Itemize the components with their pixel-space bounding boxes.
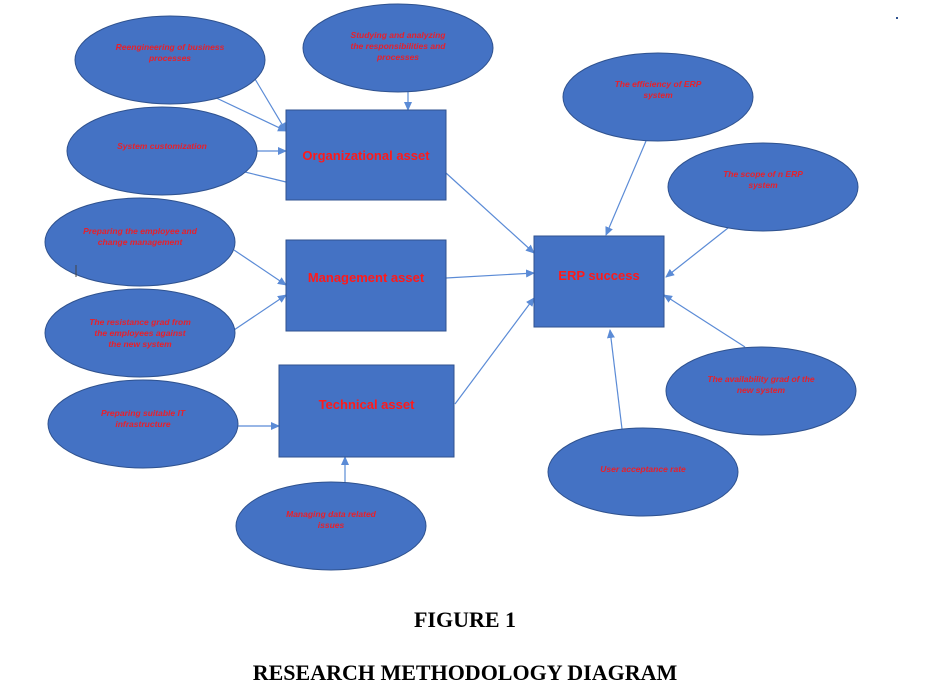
resistance-label: The resistance grad from the employees a… [89, 316, 191, 349]
ellipse-resistance [44, 288, 236, 378]
arrow-organizational-to-erp [445, 172, 535, 254]
management-asset-label: Management asset [307, 269, 425, 285]
ellipse-user-acceptance [547, 427, 739, 517]
organizational-asset-label: Organizational asset [302, 147, 430, 163]
ellipse-scope [667, 142, 859, 232]
arrow-management-to-erp [445, 269, 535, 279]
arrow-reengineering-to-organizational-2 [254, 78, 287, 132]
figure-number: FIGURE 1 [413, 607, 517, 632]
ellipse-it-infrastructure [47, 379, 239, 469]
line-customization-to-organizational-lower [244, 171, 287, 183]
ellipse-preparing-employee [44, 197, 236, 287]
scope-label: The scope of n ERP system [723, 169, 803, 190]
efficiency-label: The efficiency of ERP system [614, 79, 702, 100]
it-infrastructure-label: Preparing suitable IT infrastructure [100, 408, 186, 429]
ellipse-efficiency [562, 52, 754, 142]
technical-asset-label: Technical asset [318, 396, 415, 412]
figure-title: RESEARCH METHODOLOGY DIAGRAM [252, 660, 678, 685]
research-methodology-diagram: Organizational asset Management asset Te… [44, 3, 898, 571]
ellipse-customization [66, 106, 258, 196]
availability-label: The availability grad of the new system [707, 374, 815, 395]
arrow-user-acceptance-to-erp [606, 329, 623, 430]
customization-label: System customization [117, 140, 207, 151]
user-acceptance-label: User acceptance rate [600, 463, 686, 474]
box-technical [278, 364, 455, 458]
box-organizational [285, 109, 447, 201]
studying-label: Studying and analyzing the responsibilit… [350, 29, 446, 62]
arrow-reengineering-to-organizational [209, 94, 287, 132]
diagram-canvas [44, 3, 898, 571]
arrow-availability-to-erp [663, 294, 746, 348]
ellipse-availability [665, 346, 857, 436]
arrow-efficiency-to-erp [605, 140, 647, 236]
ellipse-studying [302, 3, 494, 93]
arrow-technical-to-erp [454, 297, 535, 405]
box-erp-success [533, 235, 665, 328]
marker-dot [896, 17, 898, 19]
reengineering-label: Reengineering of business processes [115, 42, 225, 63]
ellipse-reengineering [74, 15, 266, 105]
arrow-preparing-employee-to-management [233, 249, 287, 286]
arrow-scope-to-erp [665, 227, 729, 278]
preparing-employee-label: Preparing the employee and change manage… [83, 226, 197, 247]
ellipse-data-issues [235, 481, 427, 571]
erp-success-label: ERP success [558, 267, 640, 283]
box-management [285, 239, 447, 332]
data-issues-label: Managing data related issues [286, 509, 376, 530]
arrow-resistance-to-management [233, 294, 287, 331]
